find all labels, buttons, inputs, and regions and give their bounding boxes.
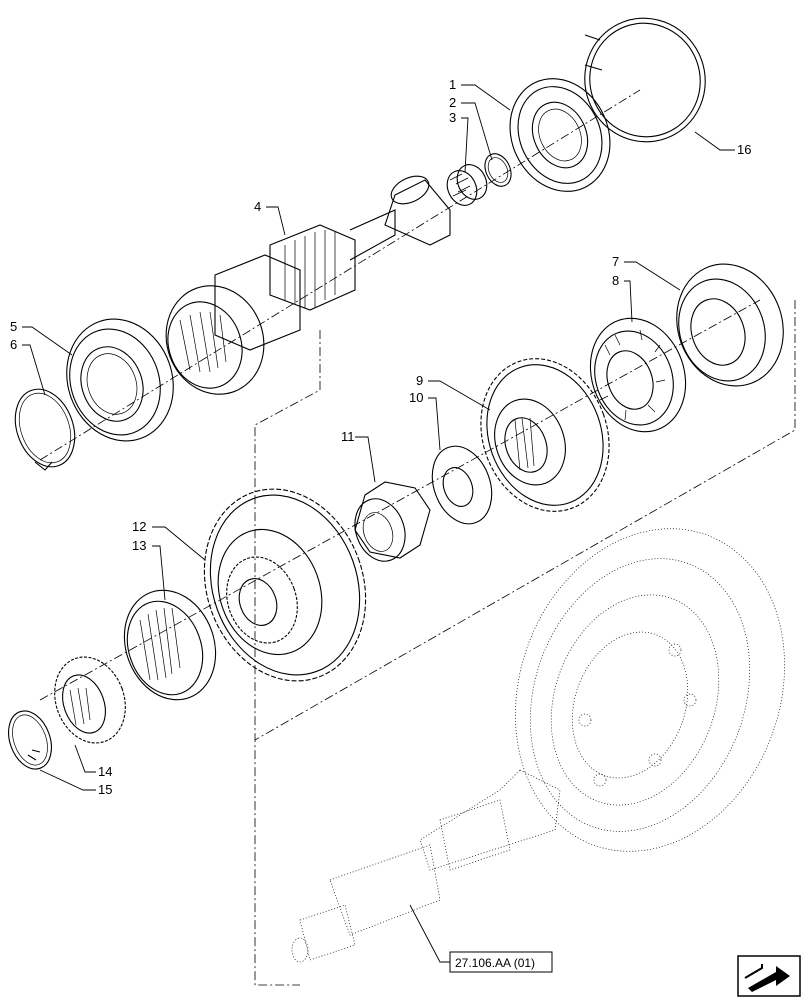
needle-bearing-13 (123, 589, 217, 701)
callout-4: 4 (254, 199, 261, 214)
callout-9: 9 (416, 373, 423, 388)
snap-ring-6 (14, 388, 76, 471)
nut-11 (354, 481, 431, 562)
callout-13: 13 (132, 538, 146, 553)
callout-12: 12 (132, 519, 146, 534)
callout-2: 2 (449, 95, 456, 110)
bearing-5 (66, 318, 174, 442)
reference-link-box[interactable]: 27.106.AA (01) (449, 951, 553, 973)
bearing-1 (509, 78, 611, 192)
bearing-cup-7 (676, 263, 784, 387)
shaft-4 (165, 175, 451, 395)
callout-6: 6 (10, 337, 17, 352)
reference-label: 27.106.AA (01) (455, 956, 535, 970)
roller-bearing-8 (589, 317, 687, 433)
callout-11: 11 (341, 429, 355, 444)
callout-14: 14 (98, 764, 112, 779)
callout-1: 1 (449, 77, 456, 92)
callout-3: 3 (449, 110, 456, 125)
gear-9 (480, 358, 610, 512)
previous-page-arrow-icon[interactable] (737, 955, 801, 997)
callout-15: 15 (98, 782, 112, 797)
ring-gear-assembly (291, 528, 785, 963)
callout-5: 5 (10, 319, 17, 334)
leader-lines (22, 84, 735, 963)
thrust-washer-10 (431, 445, 493, 525)
ring-2 (484, 153, 512, 187)
callout-8: 8 (612, 273, 619, 288)
gear-12 (203, 488, 367, 682)
axis-lines (39, 89, 796, 986)
snap-ring-15 (8, 710, 52, 770)
needle-bearing-3 (446, 164, 488, 206)
callout-16: 16 (737, 142, 751, 157)
snap-ring-16 (584, 17, 706, 143)
callout-labels: 1 2 3 4 5 6 7 8 9 10 11 12 13 14 15 16 (10, 77, 751, 797)
callout-7: 7 (612, 254, 619, 269)
callout-10: 10 (409, 390, 423, 405)
splined-hub-14 (54, 656, 126, 744)
